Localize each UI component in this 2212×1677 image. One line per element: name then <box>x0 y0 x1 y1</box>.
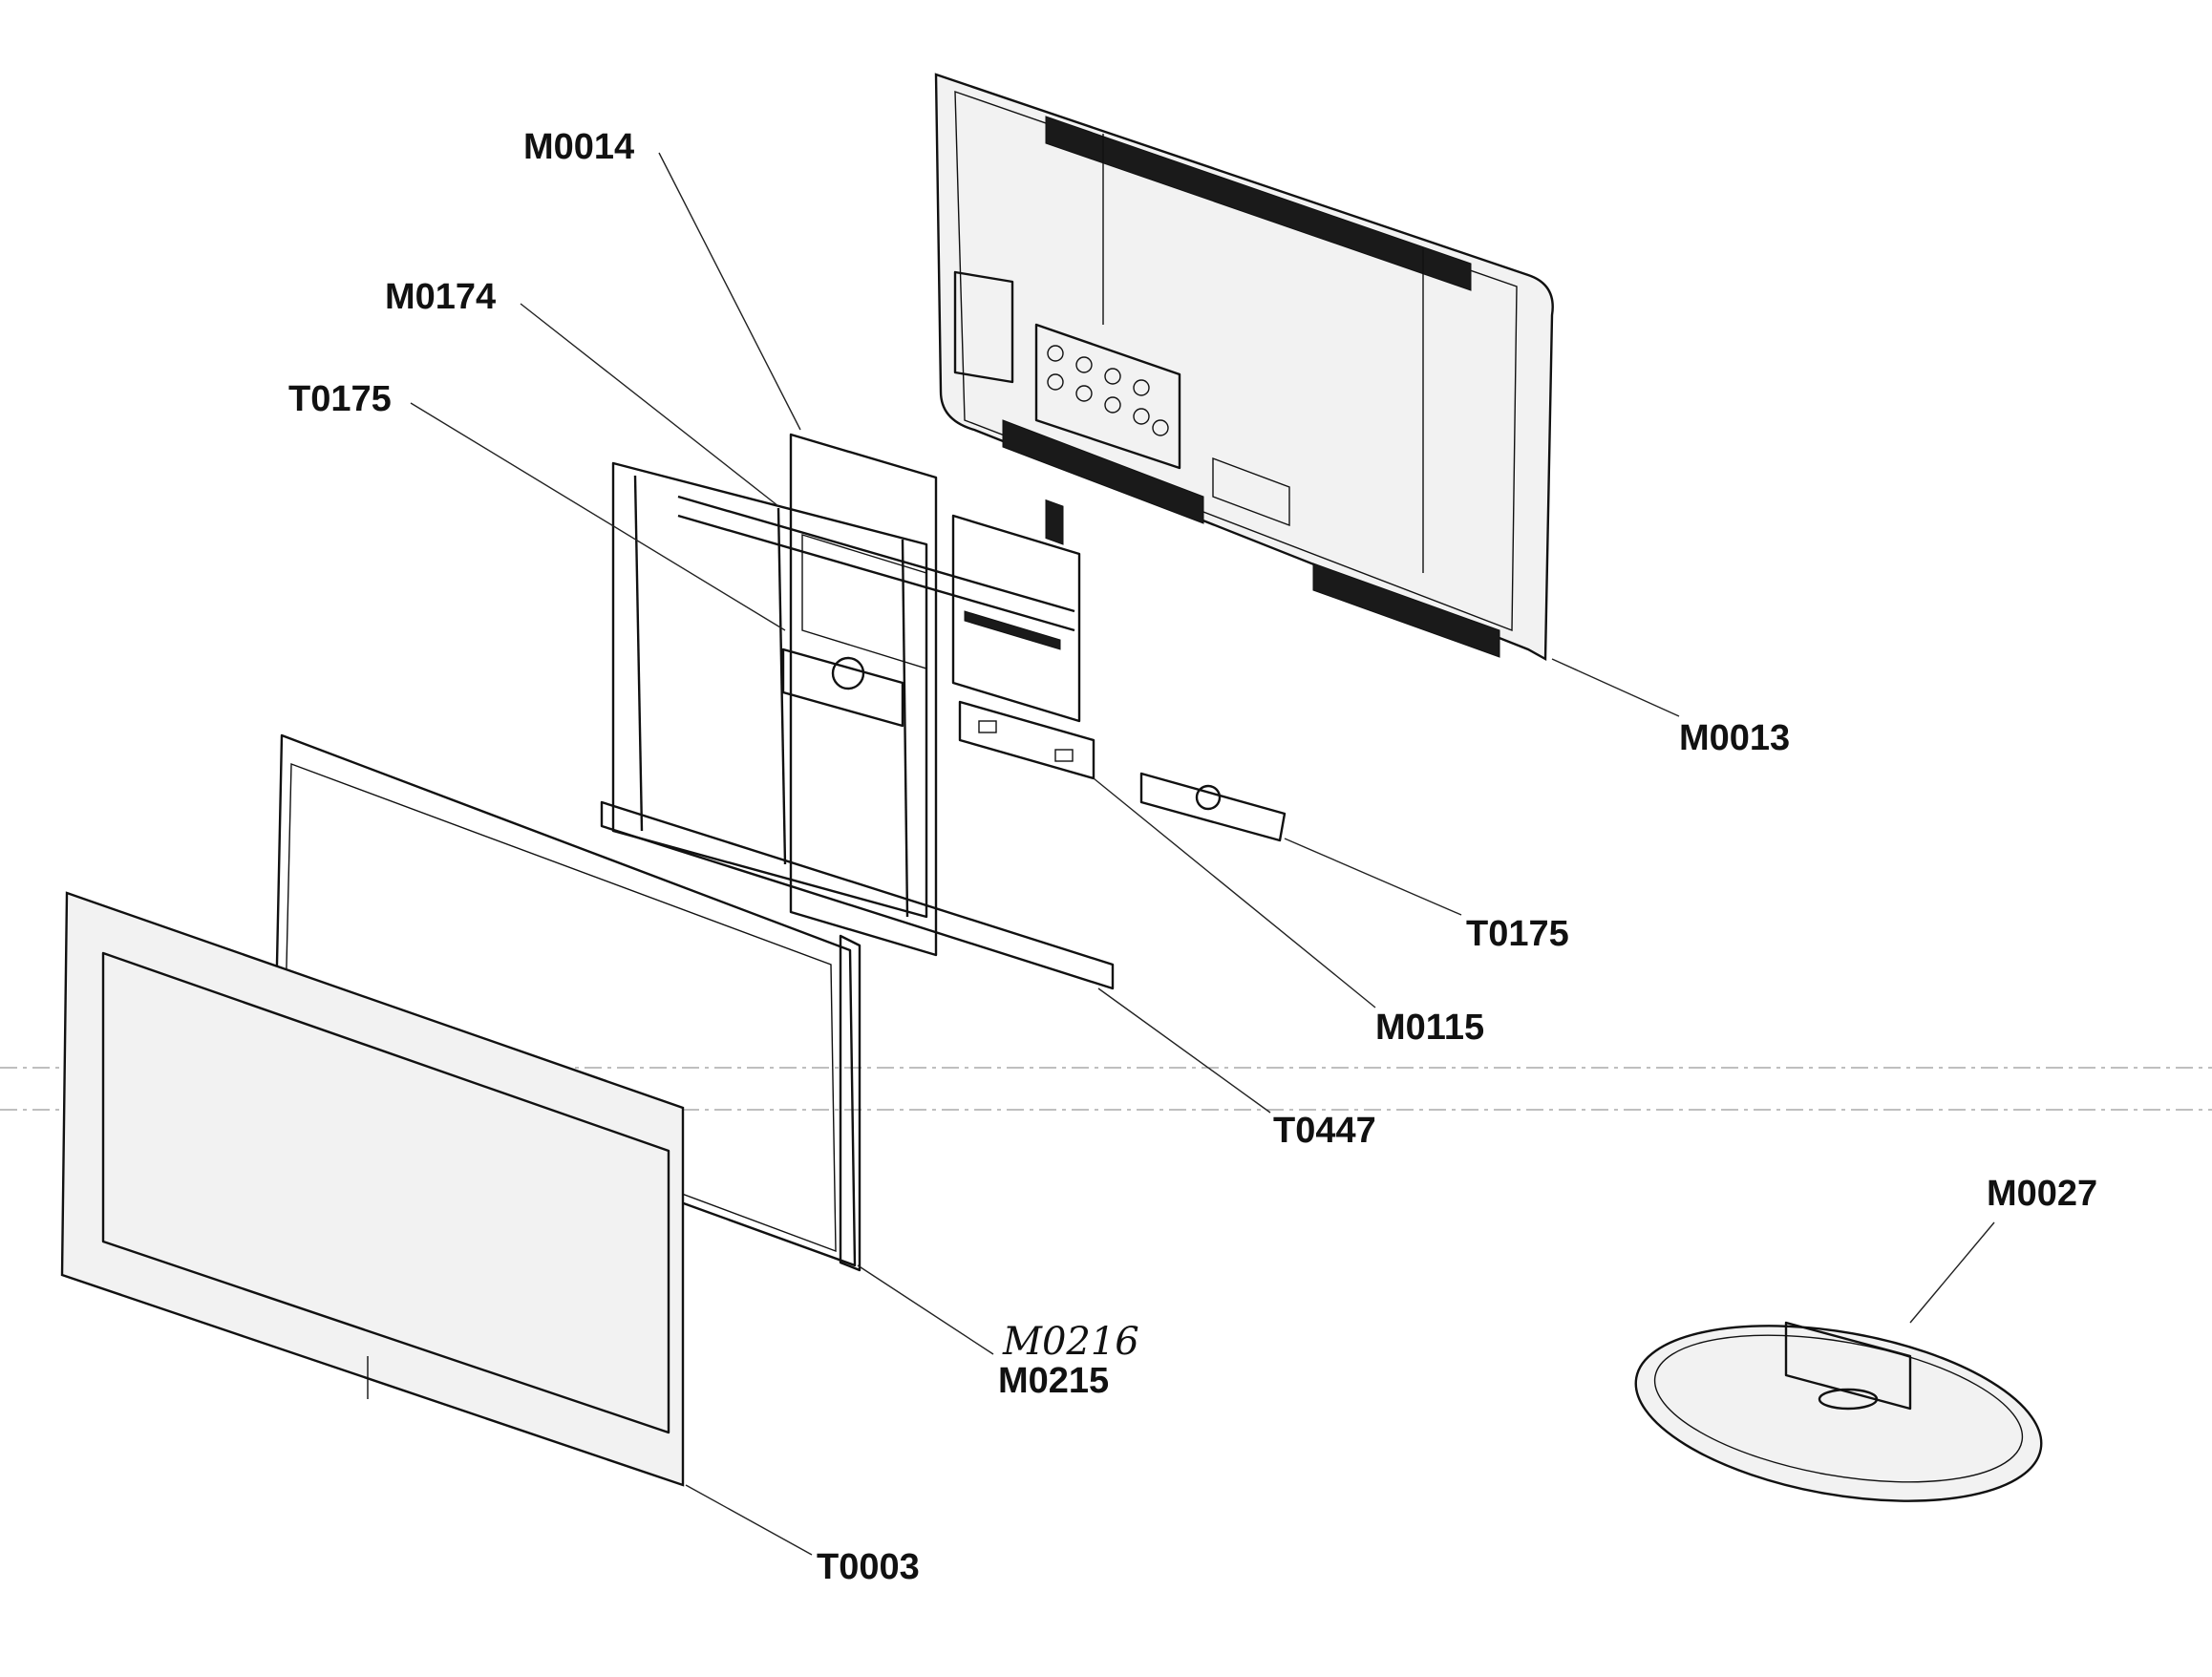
callout-m0174: M0174 <box>385 277 496 317</box>
main-chassis-frame-part <box>600 461 1115 990</box>
main-board-part <box>951 514 1081 723</box>
callout-m0013: M0013 <box>1679 718 1790 758</box>
ir-key-board-part <box>1139 772 1287 842</box>
callout-t0175-upper: T0175 <box>288 379 392 419</box>
callout-t0003: T0003 <box>817 1547 920 1587</box>
back-cover-part <box>934 73 1554 662</box>
leader-t0003 <box>685 1484 813 1556</box>
leader-m0027 <box>1909 1221 1995 1324</box>
callout-m0216-handwritten: M0216 <box>1002 1320 1139 1364</box>
key-bracket-part <box>958 700 1095 780</box>
leader-t0175-lower <box>1284 838 1462 916</box>
leader-t0447 <box>1097 987 1271 1114</box>
front-bezel-part <box>60 891 685 1487</box>
inner-frame-part <box>273 733 861 1272</box>
callout-m0115: M0115 <box>1375 1008 1484 1048</box>
callout-m0014: M0014 <box>523 127 634 167</box>
leader-m0115 <box>1093 777 1376 1008</box>
leader-m0215 <box>857 1264 994 1355</box>
leader-m0014 <box>658 152 801 431</box>
leader-m0174 <box>520 303 779 507</box>
callout-m0215: M0215 <box>998 1361 1109 1401</box>
callout-t0447: T0447 <box>1273 1111 1376 1151</box>
stand-part <box>1634 1321 2043 1502</box>
callout-t0175-lower: T0175 <box>1466 914 1569 954</box>
callout-m0027: M0027 <box>1987 1174 2097 1214</box>
leader-lines <box>410 152 1995 1556</box>
leader-m0013 <box>1551 658 1680 717</box>
shield-plate-part <box>789 433 938 957</box>
leader-t0175-upper <box>410 402 786 631</box>
